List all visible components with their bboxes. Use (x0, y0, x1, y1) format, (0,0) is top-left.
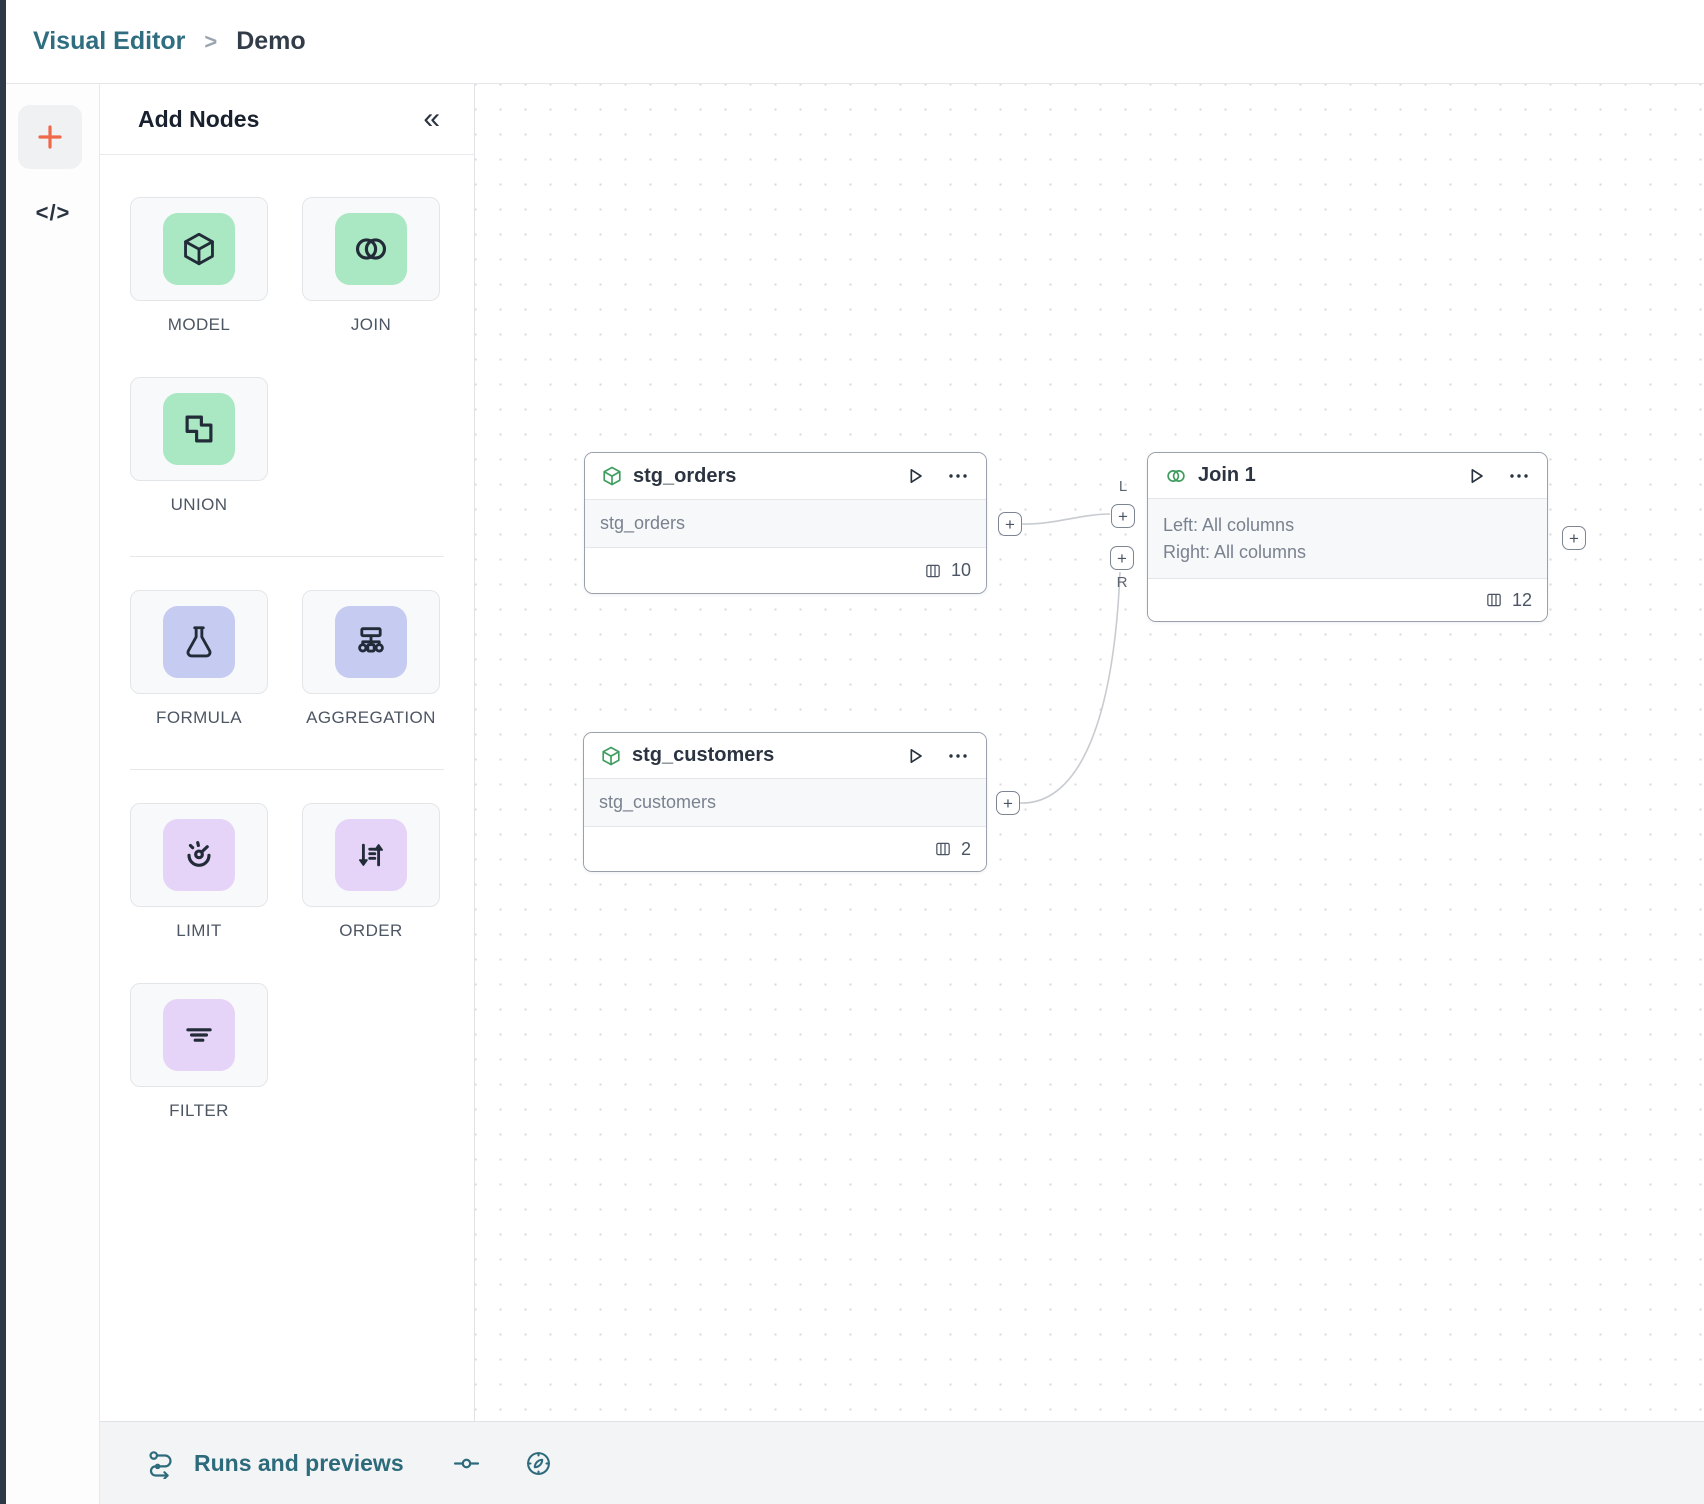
palette-item-label: UNION (170, 495, 228, 514)
node-stg-orders[interactable]: stg_orders stg_orders 10 (584, 452, 987, 594)
port-join-right-input[interactable]: + (1110, 546, 1134, 570)
panel-title: Add Nodes (138, 105, 260, 132)
breadcrumb-separator: > (204, 28, 218, 54)
port-label-right: R (1116, 574, 1128, 591)
commit-icon[interactable] (453, 1450, 480, 1477)
palette-item-formula[interactable]: FORMULA (130, 590, 268, 728)
runs-and-previews-button[interactable]: Runs and previews (146, 1448, 404, 1479)
node-header: stg_customers (584, 733, 986, 779)
column-count: 10 (950, 560, 971, 580)
runs-route-icon (149, 1450, 172, 1479)
code-view-button[interactable]: </> (35, 200, 71, 225)
port-label-left: L (1118, 478, 1128, 495)
node-menu-icon[interactable] (946, 465, 970, 487)
palette-item-label: JOIN (350, 315, 392, 334)
palette-divider (130, 769, 444, 770)
run-node-icon[interactable] (904, 465, 926, 487)
palette-item-model[interactable]: MODEL (130, 197, 268, 335)
node-menu-icon[interactable] (946, 745, 970, 767)
flow-canvas[interactable]: stg_orders stg_orders 10 (475, 84, 1704, 1421)
breadcrumb-app-link[interactable]: Visual Editor (33, 27, 186, 55)
run-node-icon[interactable] (904, 745, 926, 767)
gauge-icon (187, 841, 211, 867)
filter-lines-icon (186, 1028, 212, 1042)
node-body: stg_orders (585, 500, 986, 548)
union-shapes-icon (185, 415, 213, 443)
collapse-panel-icon[interactable]: « (423, 102, 440, 135)
node-join-1[interactable]: Join 1 Left: All columns Right: All colu… (1147, 452, 1548, 622)
column-count: 12 (1511, 589, 1532, 610)
palette-item-label: ORDER (339, 921, 403, 940)
model-cube-icon (602, 746, 620, 765)
palette-divider (130, 556, 444, 557)
hierarchy-icon (358, 627, 384, 653)
node-menu-icon[interactable] (1507, 465, 1531, 487)
palette-item-filter[interactable]: FILTER (130, 983, 268, 1121)
node-title: Join 1 (1198, 464, 1256, 486)
node-title: stg_customers (632, 744, 775, 766)
node-source: stg_orders (600, 513, 686, 533)
app-edge-strip (0, 0, 6, 1504)
node-body: Left: All columns Right: All columns (1148, 499, 1547, 579)
left-toolbar: </> (6, 84, 100, 1504)
node-footer: 12 (1148, 579, 1547, 621)
node-body: stg_customers (584, 779, 986, 827)
compass-icon[interactable] (524, 1449, 553, 1478)
sort-icon (358, 843, 384, 867)
palette-item-order[interactable]: ORDER (302, 803, 440, 941)
node-title: stg_orders (633, 464, 737, 487)
palette-item-label: FORMULA (156, 708, 242, 727)
bottom-bar: Runs and previews (100, 1421, 1704, 1504)
join-left-columns: Left: All columns (1163, 514, 1295, 535)
palette-item-limit[interactable]: LIMIT (130, 803, 268, 941)
palette-item-join[interactable]: JOIN (302, 197, 440, 335)
column-count: 2 (960, 838, 971, 859)
palette-item-label: AGGREGATION (306, 708, 436, 727)
columns-icon (926, 564, 940, 577)
palette-item-label: FILTER (169, 1101, 229, 1120)
node-footer: 2 (584, 827, 986, 871)
node-header: stg_orders (585, 453, 986, 500)
port-stg-orders-output[interactable]: + (998, 512, 1022, 536)
flask-icon (186, 626, 212, 658)
palette-item-aggregation[interactable]: AGGREGATION (302, 590, 440, 728)
breadcrumb: Visual Editor > Demo (6, 0, 1704, 84)
model-cube-icon (603, 466, 621, 486)
cube-icon (184, 232, 214, 266)
palette-item-label: MODEL (167, 315, 231, 334)
port-stg-customers-output[interactable]: + (996, 791, 1020, 815)
palette-item-union[interactable]: UNION (130, 377, 268, 515)
columns-icon (1487, 593, 1501, 607)
node-header: Join 1 (1148, 453, 1547, 499)
runs-and-previews-label: Runs and previews (194, 1449, 404, 1476)
add-nodes-panel: Add Nodes « MODEL JOIN (100, 84, 475, 1421)
breadcrumb-current-page: Demo (236, 27, 306, 55)
join-right-columns: Right: All columns (1163, 541, 1307, 562)
plus-icon (38, 125, 62, 149)
run-node-icon[interactable] (1465, 465, 1487, 487)
add-node-button[interactable] (18, 105, 82, 169)
port-join-left-input[interactable]: + (1111, 504, 1135, 528)
add-nodes-panel-header: Add Nodes « (100, 84, 474, 155)
port-join-output[interactable]: + (1562, 526, 1586, 550)
node-stg-customers[interactable]: stg_customers stg_customers 2 (583, 732, 987, 872)
palette-item-label: LIMIT (176, 921, 222, 940)
columns-icon (936, 842, 950, 856)
join-circles-icon (355, 238, 387, 260)
node-footer: 10 (585, 548, 986, 593)
node-source: stg_customers (599, 792, 717, 812)
join-circles-icon (1167, 469, 1185, 482)
